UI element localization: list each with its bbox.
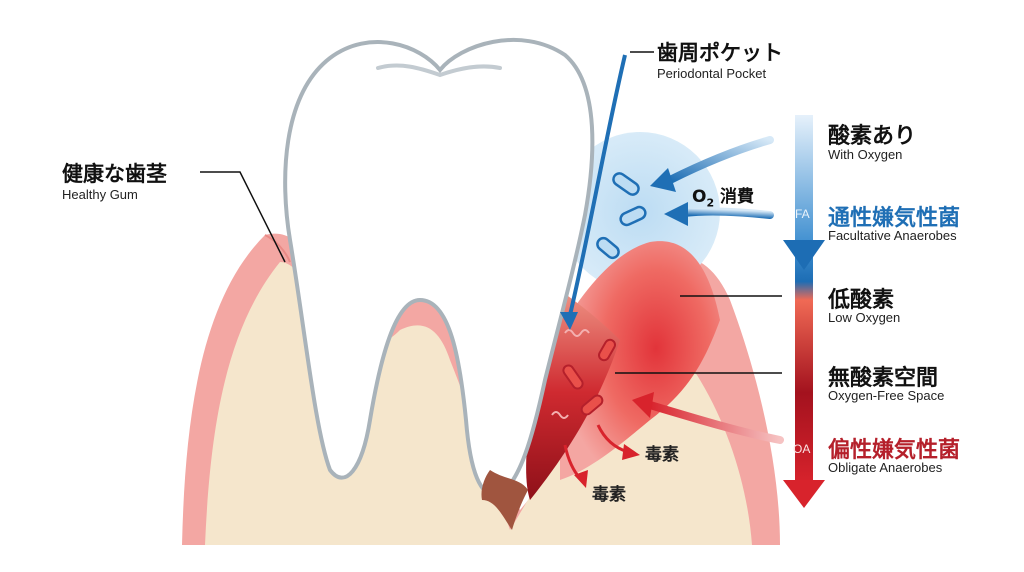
obligate-en: Obligate Anaerobes [828,460,943,475]
o2-arrow-upper-head [650,168,676,192]
scale-arrow-oa [783,480,825,508]
healthy-gum-label-en: Healthy Gum [62,187,138,202]
toxin-label-2: 毒素 [592,485,626,505]
healthy-gum-edge [264,234,291,263]
blue-bacteria [596,172,647,260]
o2-symbol: O [692,187,707,207]
facultative-en: Facultative Anaerobes [828,228,957,243]
o2-arrow-lower-head [664,202,688,226]
anaerobe-arrow-head [632,392,654,418]
calculus [481,470,528,530]
o2-consumption-label: O2 消費 [692,182,754,209]
with-oxygen-en: With Oxygen [828,147,903,162]
toxin-arrow-2-head [574,470,588,488]
tooth [283,38,595,498]
inflamed-gum [560,241,720,480]
spirochetes [551,329,590,419]
toxin-arrow-1-head [622,444,640,460]
low-oxygen-jp: 低酸素 [828,288,895,313]
facultative-jp: 通性嫌気性菌 [828,206,961,231]
pocket-label-jp: 歯周ポケット [657,41,783,65]
fa-tag: FA [795,207,810,221]
o2-consumption-text: 消費 [714,187,755,207]
leader-lines [200,51,782,374]
pocket-label-en: Periodontal Pocket [657,66,767,81]
o2-arrow-lower [680,207,774,219]
red-bacteria [562,338,616,416]
oa-tag: OA [793,442,811,456]
oxygen-free-en: Oxygen-Free Space [828,388,945,403]
pocket-arrow-head [560,312,578,330]
low-oxygen-en: Low Oxygen [828,310,901,325]
o2-subscript: 2 [706,196,715,210]
tooth-crown-line [376,63,502,78]
oxygen-scale-bar [795,115,813,485]
o2-arrow-upper [666,136,774,184]
with-oxygen-jp: 酸素あり [828,124,917,149]
anaerobe-arrow [646,401,784,444]
obligate-jp: 偏性嫌気性菌 [828,438,961,463]
oxygen-free-jp: 無酸素空間 [828,366,939,391]
toxin-label-1: 毒素 [645,445,679,465]
scale-arrow-fa [783,240,825,270]
pocket-arrow [568,54,627,316]
healthy-gum-label-jp: 健康な歯茎 [62,162,167,186]
